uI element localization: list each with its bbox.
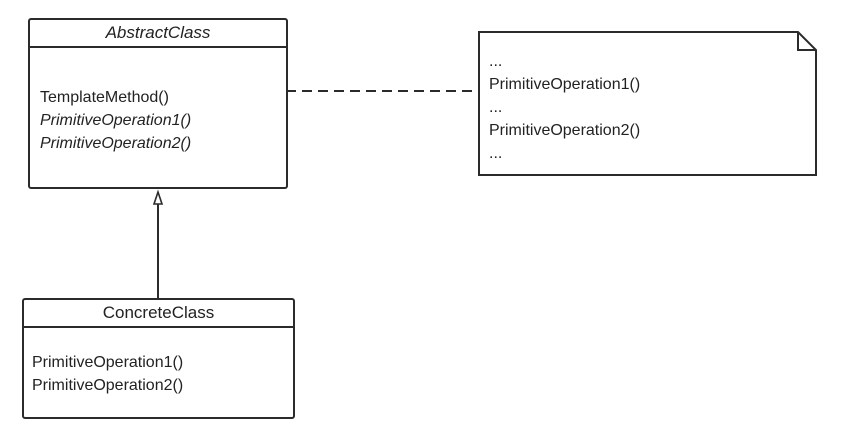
operation-primitive-1-abstract: PrimitiveOperation1(): [40, 112, 192, 129]
note-line-primitive-1: PrimitiveOperation1(): [489, 76, 641, 93]
concrete-class-name: ConcreteClass: [24, 300, 293, 328]
note-line-primitive-2: PrimitiveOperation2(): [489, 122, 641, 139]
concrete-class-operations: PrimitiveOperation1() PrimitiveOperation…: [32, 351, 183, 397]
note-line-ellipsis-1: ...: [489, 53, 503, 70]
operation-primitive-2-abstract: PrimitiveOperation2(): [40, 135, 192, 152]
note-shape: [478, 31, 817, 176]
note-line-ellipsis-3: ...: [489, 145, 503, 162]
concrete-class-box: ConcreteClass PrimitiveOperation1() Prim…: [22, 298, 295, 419]
note-folded-corner: [797, 32, 816, 51]
abstract-class-operations: TemplateMethod() PrimitiveOperation1() P…: [40, 86, 191, 155]
abstract-class-box: AbstractClass TemplateMethod() Primitive…: [28, 18, 288, 189]
operation-primitive-2-concrete: PrimitiveOperation2(): [32, 377, 184, 394]
note-content: ... PrimitiveOperation1() ... PrimitiveO…: [489, 50, 640, 165]
generalization-arrowhead: [152, 189, 164, 205]
operation-primitive-1-concrete: PrimitiveOperation1(): [32, 354, 184, 371]
note-line-ellipsis-2: ...: [489, 99, 503, 116]
abstract-class-name: AbstractClass: [30, 20, 286, 48]
operation-template-method: TemplateMethod(): [40, 89, 169, 106]
